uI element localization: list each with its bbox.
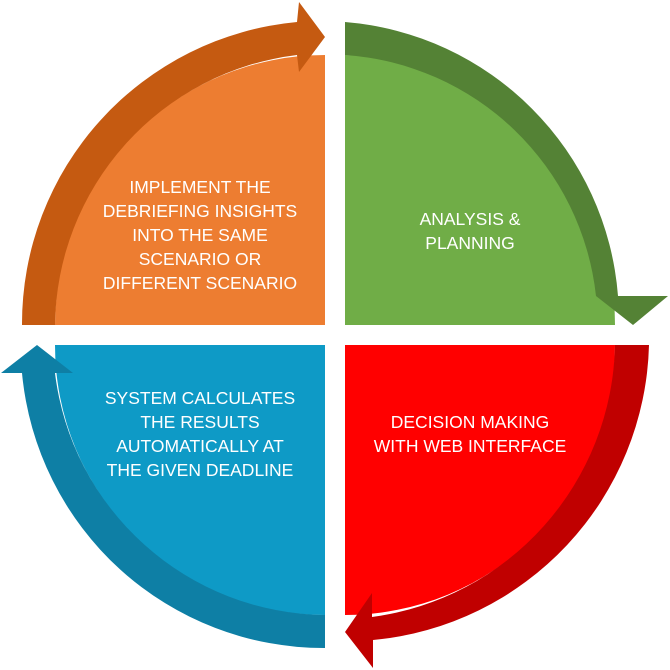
step-label-decision-making: DECISION MAKING WITH WEB INTERFACE [373,412,567,456]
step-label-analysis-planning: ANALYSIS & PLANNING [419,209,521,253]
quadrant-analysis-planning [345,55,615,325]
quadrant-decision-making [345,345,615,615]
step-label-system-calculates: SYSTEM CALCULATES THE RESULTS AUTOMATICA… [104,388,296,480]
arrow-implement-insights [21,2,326,325]
quadrant-system-calculates [55,345,325,615]
arrow-system-calculates [1,345,325,649]
step-label-implement-insights: IMPLEMENT THE DEBRIEFING INSIGHTS INTO T… [102,177,298,293]
quadrant-implement-insights [55,55,325,325]
arrow-analysis-planning [345,22,668,325]
arrow-decision-making [345,345,649,668]
